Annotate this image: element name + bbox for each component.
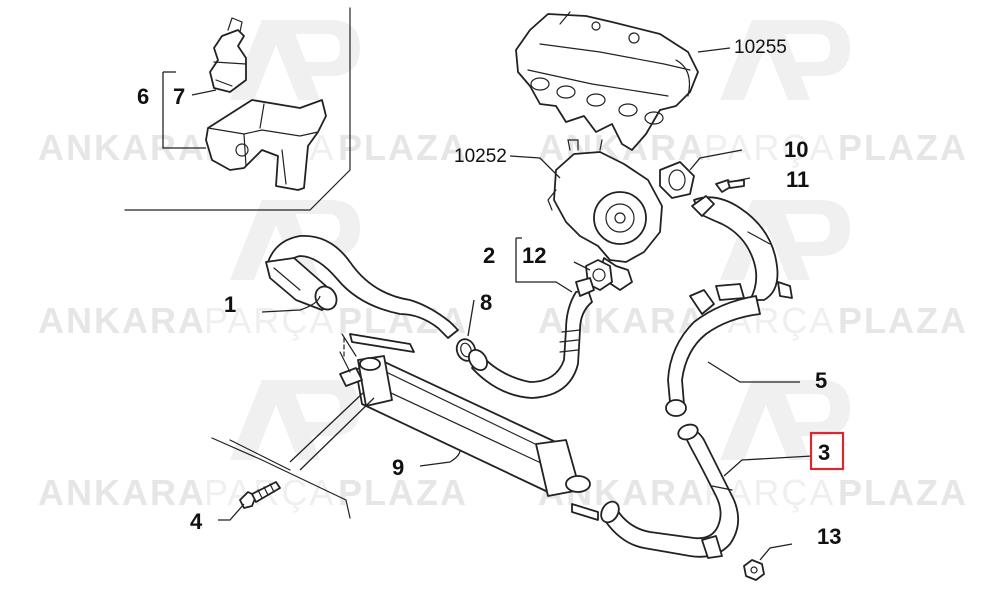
callout-13[interactable]: 13 — [817, 524, 841, 549]
callout-7[interactable]: 7 — [173, 84, 185, 109]
watermark-brand-bold: ANKARA — [538, 300, 706, 341]
callout-8[interactable]: 8 — [480, 290, 492, 315]
watermark-brand-tail: PLAZA — [838, 300, 968, 341]
callout-4[interactable]: 4 — [190, 509, 203, 534]
callout-10255[interactable]: 10255 — [734, 37, 787, 58]
callout-11[interactable]: 11 — [786, 167, 809, 192]
part-10255-intake-manifold[interactable] — [515, 11, 699, 151]
part-9-intercooler[interactable] — [339, 333, 599, 521]
watermark-layer: ANKARA PARÇA PLAZA ANKARA PARÇA PLAZA AN… — [38, 20, 968, 513]
watermark-brand-tail: PLAZA — [838, 127, 968, 168]
part-13-nut[interactable] — [743, 559, 765, 581]
part-5-hose[interactable] — [665, 195, 793, 417]
part-2-hose[interactable] — [465, 277, 595, 399]
watermark-logo — [230, 20, 360, 100]
callout-2[interactable]: 2 — [483, 243, 495, 268]
watermark-logo — [720, 200, 850, 280]
watermark-brand-tail: PLAZA — [338, 472, 468, 513]
watermark-brand-tail: PLAZA — [338, 127, 468, 168]
watermark-brand-bold: ANKARA — [38, 472, 206, 513]
part-7-clip[interactable] — [209, 17, 247, 93]
callout-10[interactable]: 10 — [784, 137, 808, 162]
part-6-bracket[interactable] — [205, 99, 327, 191]
watermark-logo — [230, 380, 360, 460]
callout-6[interactable]: 6 — [137, 84, 149, 109]
callout-10252[interactable]: 10252 — [454, 146, 507, 167]
watermark-logo — [720, 20, 850, 100]
watermark-text-row: ANKARA PARÇA PLAZA ANKARA PARÇA PLAZA — [38, 472, 968, 513]
callout-1[interactable]: 1 — [224, 292, 236, 317]
part-1-hose[interactable] — [265, 235, 459, 339]
callout-5[interactable]: 5 — [815, 368, 827, 393]
part-10-clamp[interactable] — [659, 161, 695, 199]
inset-frame — [124, 7, 351, 211]
leader-lines — [162, 47, 813, 561]
watermark-logo — [720, 380, 850, 460]
highlight-box-part-3 — [809, 431, 845, 471]
callout-9[interactable]: 9 — [392, 455, 404, 480]
callout-labels: 6 7 10255 10252 10 11 2 12 1 8 5 3 9 4 1… — [137, 37, 841, 549]
callout-12[interactable]: 12 — [522, 243, 546, 268]
watermark-brand-tail: PLAZA — [838, 472, 968, 513]
watermark-brand-light: PARÇA — [704, 127, 835, 168]
watermark-text-row: ANKARA PARÇA PLAZA ANKARA PARÇA PLAZA — [38, 300, 968, 341]
part-3-hose[interactable] — [598, 422, 740, 559]
callout-3[interactable]: 3 — [818, 440, 830, 465]
watermark-brand-bold: ANKARA — [38, 300, 206, 341]
